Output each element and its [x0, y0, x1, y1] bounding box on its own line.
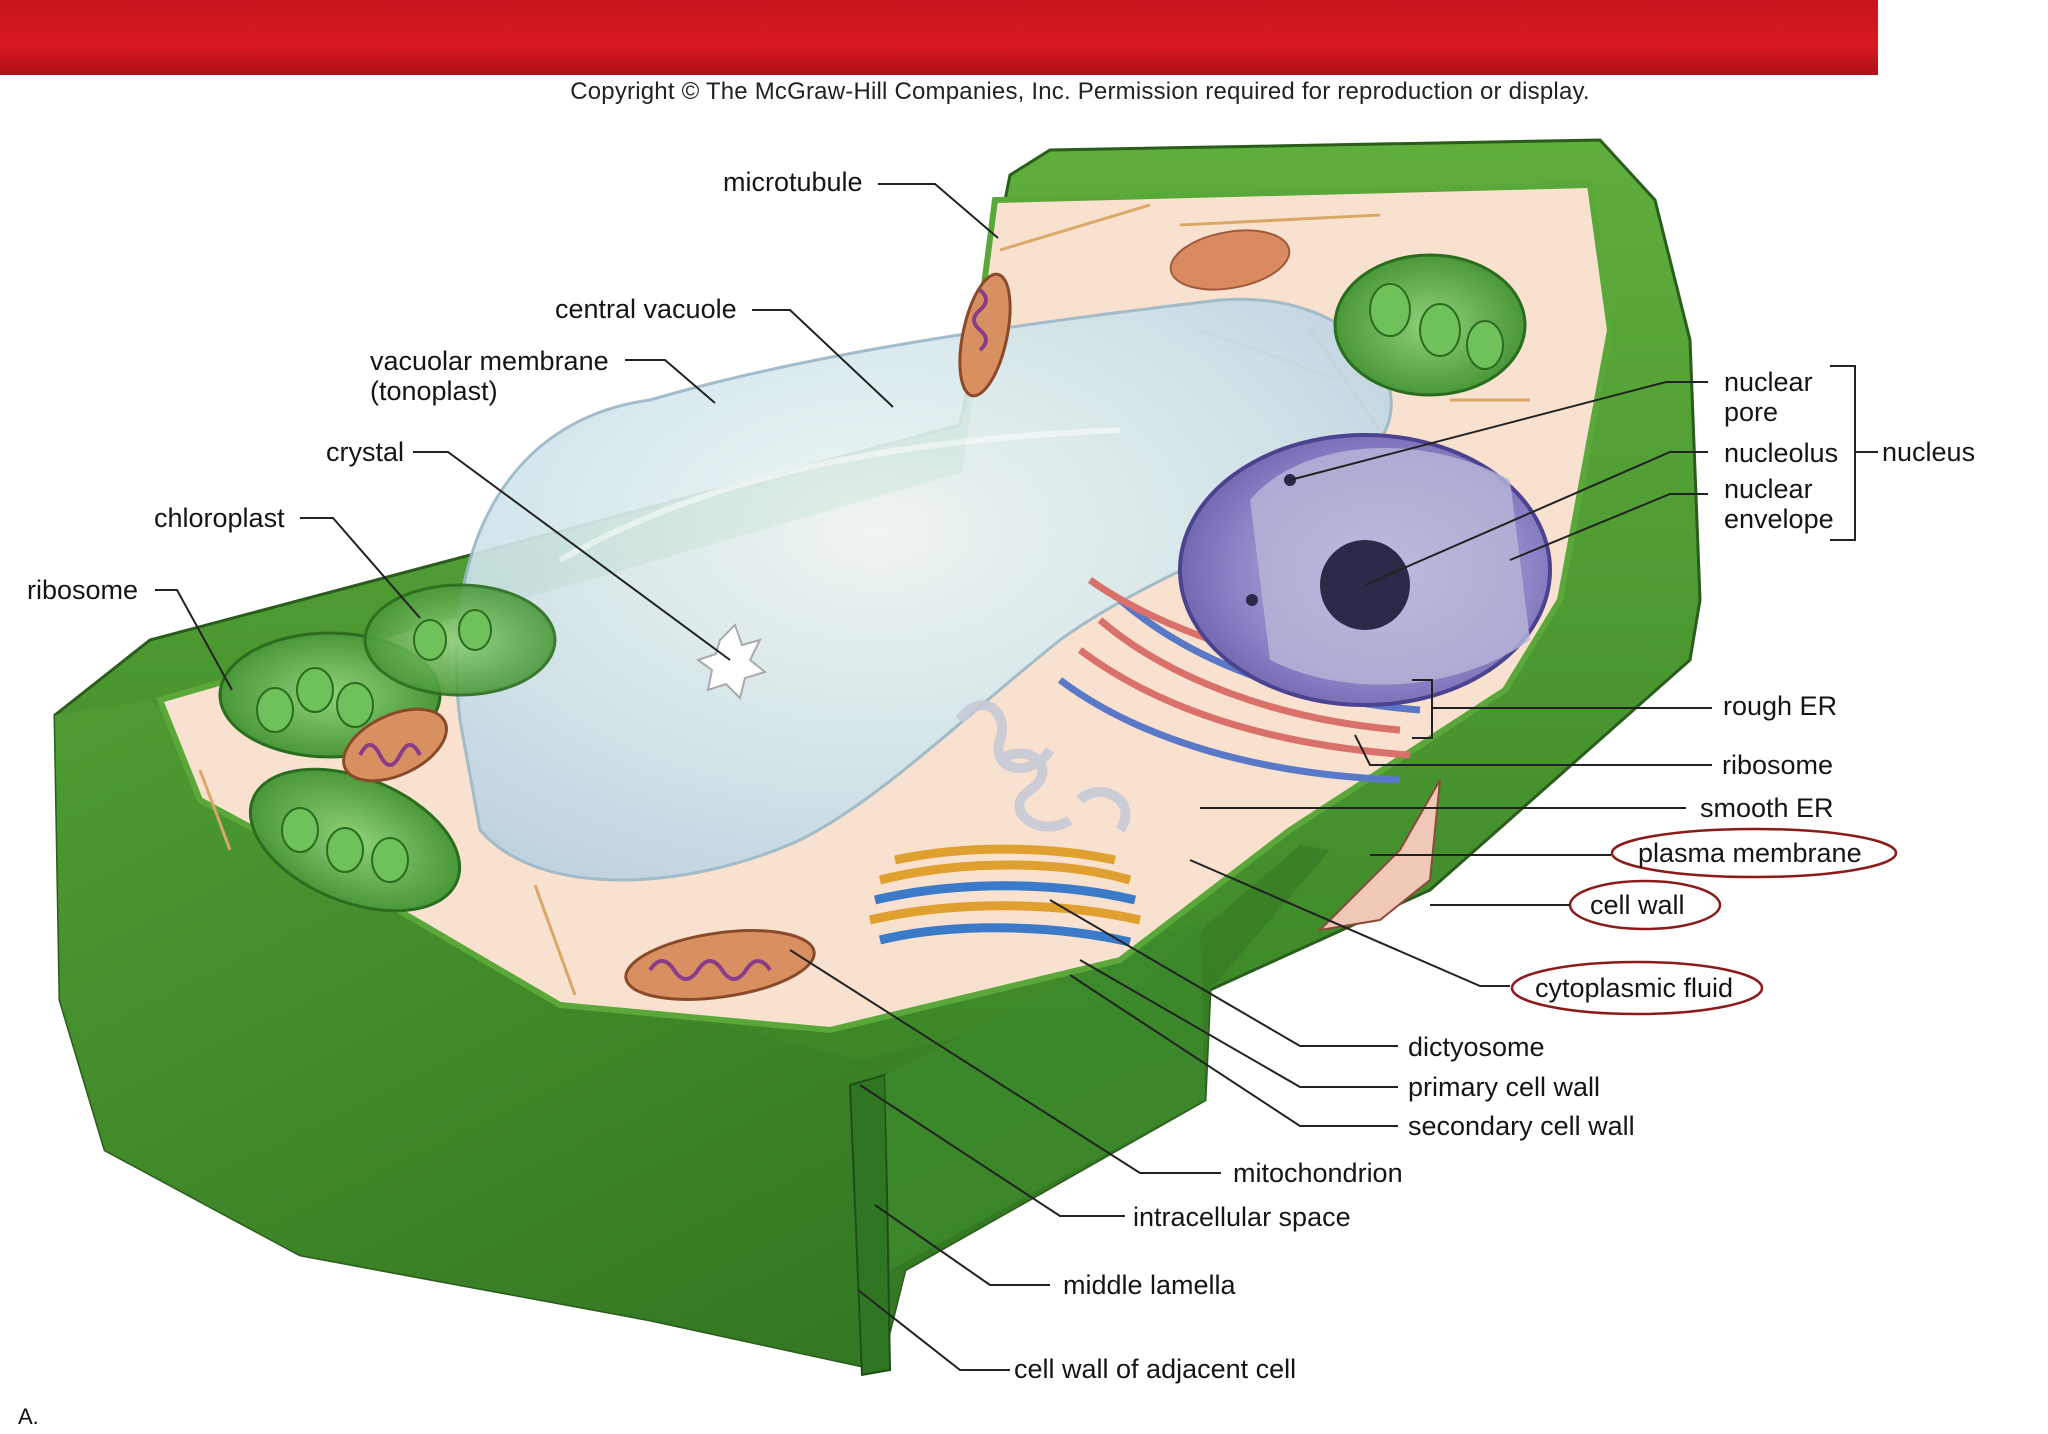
figure-letter: A. [18, 1404, 39, 1429]
label-nucleolus: nucleolus [1724, 438, 1839, 468]
label-microtubule: microtubule [723, 167, 863, 197]
label-intracellular-space: intracellular space [1133, 1202, 1351, 1232]
label-primary-cell-wall: primary cell wall [1408, 1072, 1601, 1102]
label-vacuolar-membrane: vacuolar membrane [370, 346, 609, 376]
label-tonoplast: (tonoplast) [370, 376, 498, 406]
red-header-banner [0, 0, 1878, 75]
smooth-er [955, 700, 1131, 833]
label-ribosome-left: ribosome [27, 575, 139, 605]
label-cytoplasmic-fluid: cytoplasmic fluid [1535, 973, 1734, 1003]
label-cell-wall: cell wall [1590, 890, 1685, 920]
label-smooth-er: smooth ER [1700, 793, 1834, 823]
label-middle-lamella: middle lamella [1063, 1270, 1236, 1300]
leader-lines [155, 183, 1712, 1371]
label-plasma-membrane: plasma membrane [1638, 838, 1862, 868]
copyright-notice: Copyright © The McGraw-Hill Companies, I… [570, 78, 1590, 105]
label-ribosome-right: ribosome [1722, 750, 1834, 780]
chloroplasts-left [218, 583, 557, 913]
nucleus-bracket [1830, 365, 1878, 541]
label-mitochondrion: mitochondrion [1233, 1158, 1403, 1188]
label-crystal: crystal [326, 437, 405, 467]
label-dictyosome: dictyosome [1408, 1032, 1545, 1062]
chloroplast-upper-right [1333, 253, 1527, 397]
label-nuclear-envelope: nuclear [1724, 474, 1813, 504]
dictyosome [868, 844, 1141, 947]
label-cell-wall-adjacent: cell wall of adjacent cell [1014, 1354, 1297, 1384]
label-secondary-cell-wall: secondary cell wall [1408, 1111, 1635, 1141]
crystal [695, 623, 768, 700]
label-rough-er: rough ER [1723, 691, 1838, 721]
central-vacuole [454, 297, 1393, 882]
label-nuclear-pore-2: pore [1724, 397, 1779, 427]
label-nuclear-pore: nuclear [1724, 367, 1813, 397]
label-chloroplast: chloroplast [154, 503, 285, 533]
label-nucleus: nucleus [1882, 437, 1976, 467]
label-central-vacuole: central vacuole [555, 294, 737, 324]
mitochondria [342, 229, 1291, 1001]
nucleus [1178, 433, 1552, 707]
label-nuclear-envelope-2: envelope [1724, 504, 1834, 534]
